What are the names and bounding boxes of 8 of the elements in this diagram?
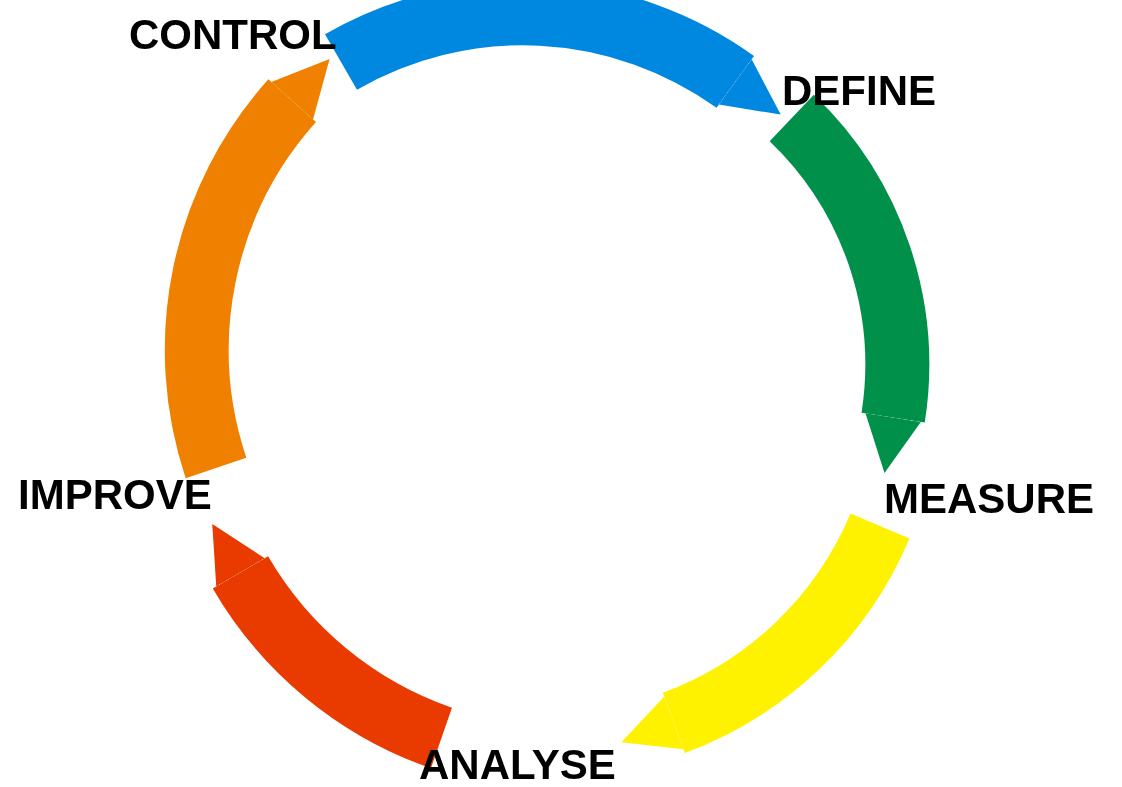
stage-label: CONTROL: [125, 8, 341, 63]
curved-arrow: [165, 56, 328, 477]
curved-arrow: [326, 0, 783, 112]
curved-arrow: [209, 525, 454, 768]
stage-label: IMPROVE: [14, 468, 216, 523]
stage-label: ANALYSE: [415, 738, 620, 787]
stage-label: DEFINE: [778, 64, 940, 119]
stage-label: MEASURE: [880, 472, 1099, 527]
